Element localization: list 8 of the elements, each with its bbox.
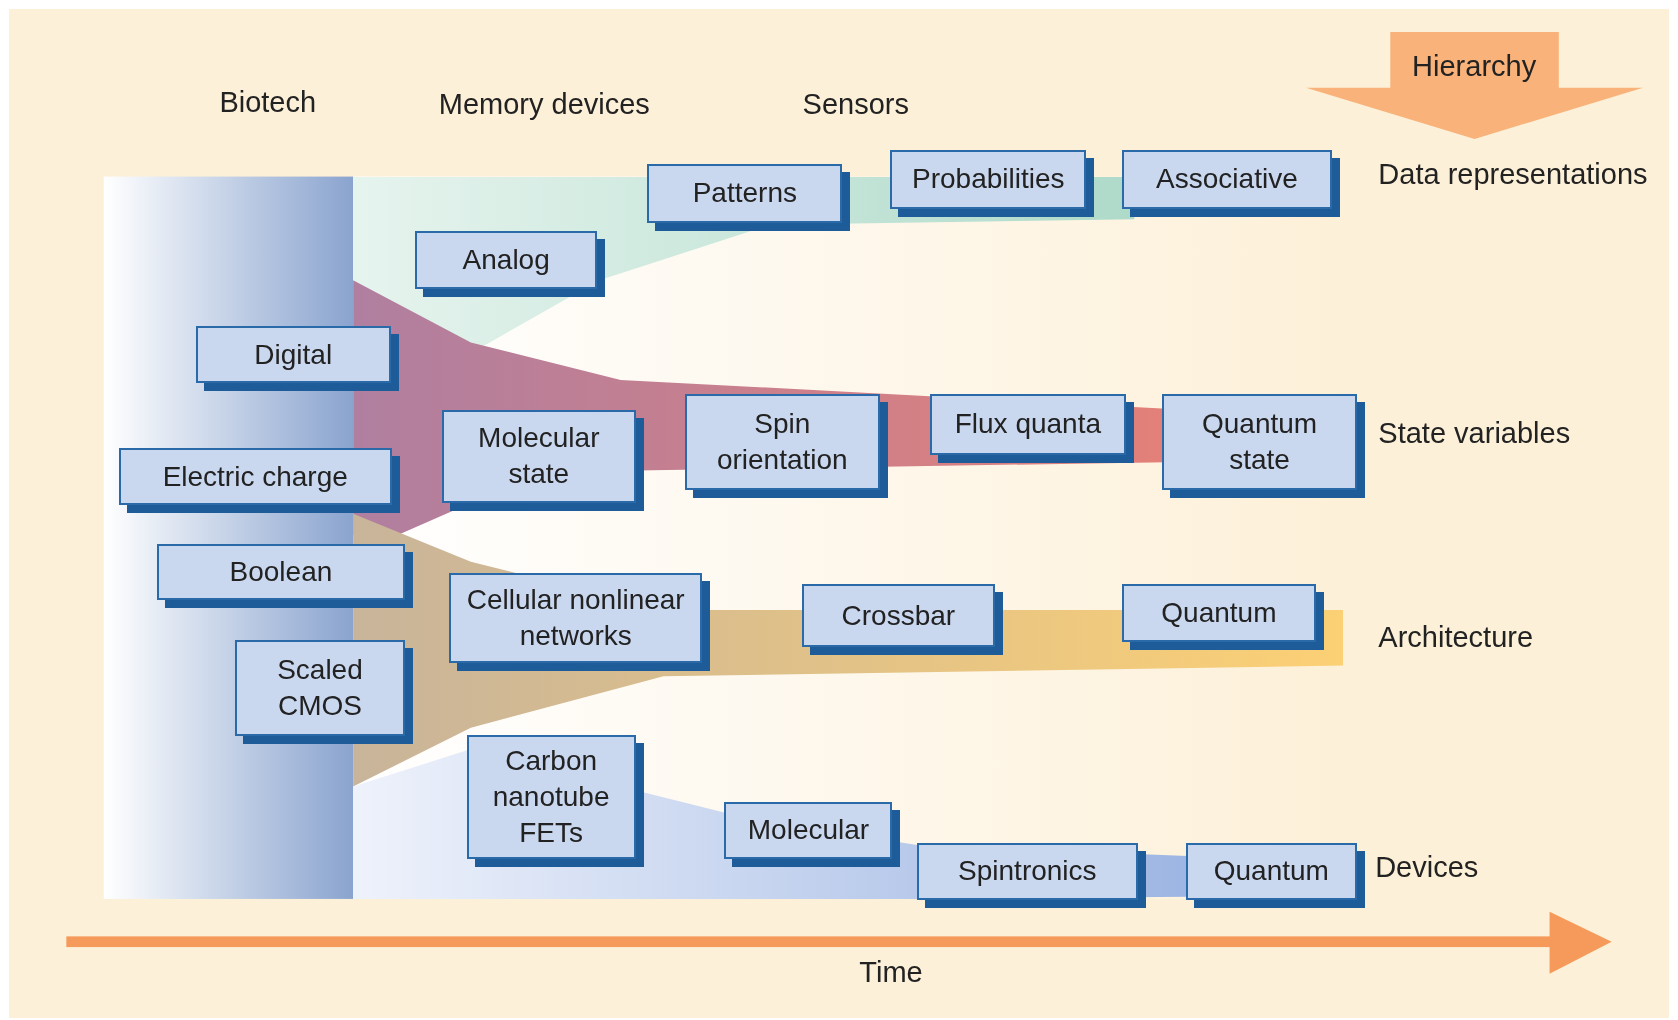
category-label: State variables — [1378, 417, 1571, 451]
category-label: Devices — [1375, 850, 1479, 884]
category-label: Sensors — [802, 87, 909, 121]
axis-label: Time — [859, 955, 923, 989]
category-label: Data representations — [1378, 158, 1648, 192]
category-label: Architecture — [1378, 620, 1534, 654]
category-label: Biotech — [219, 85, 317, 119]
category-label: Memory devices — [438, 87, 650, 121]
